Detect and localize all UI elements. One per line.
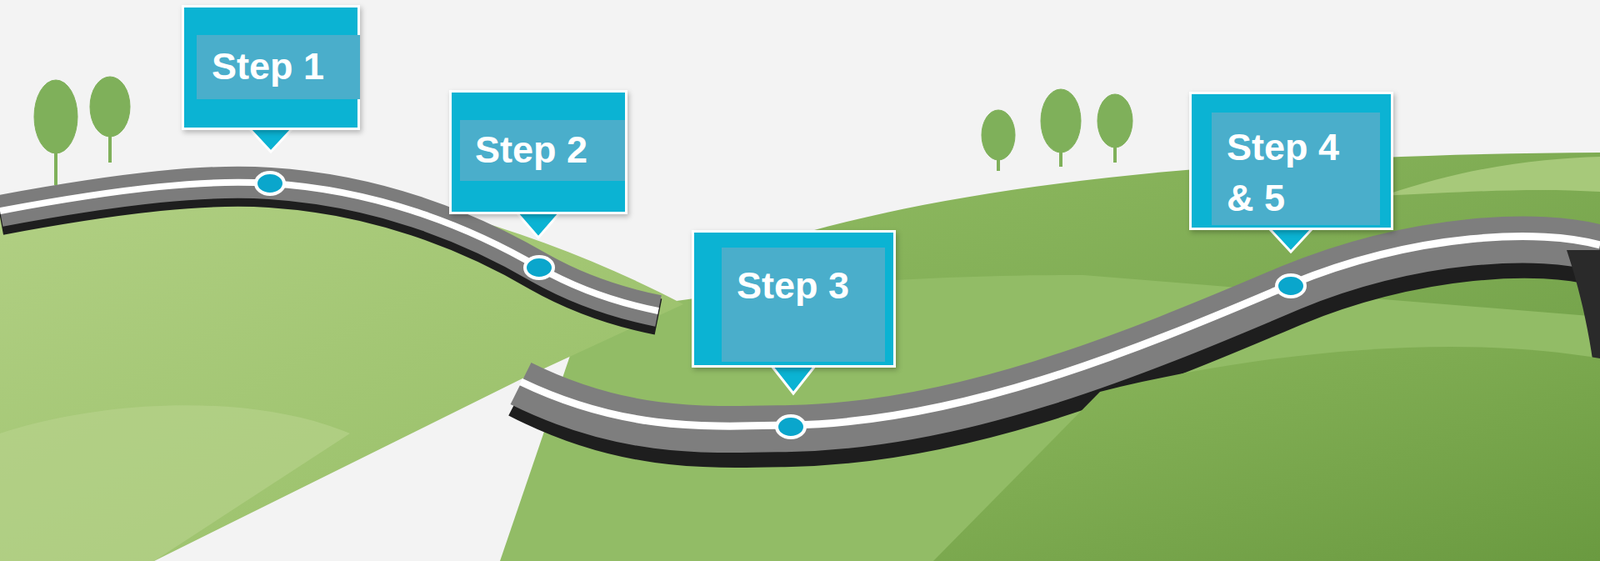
- step-callout: Step 3: [691, 230, 896, 368]
- hill: [0, 176, 684, 561]
- hill-rim: [1383, 156, 1600, 196]
- road-markers: [255, 172, 1305, 438]
- step-label: Step 4 & 5: [1226, 122, 1360, 225]
- hill: [933, 346, 1600, 561]
- step-label: Step 1: [211, 41, 362, 93]
- step-callout: Step 1: [181, 5, 360, 130]
- step-label: Step 3: [736, 260, 884, 312]
- step-callout: Step 4 & 5: [1189, 91, 1394, 230]
- step-label: Step 2: [475, 125, 625, 176]
- step-callout: Step 2: [449, 90, 628, 215]
- hill: [0, 405, 350, 561]
- callout-pointers: [249, 128, 1313, 394]
